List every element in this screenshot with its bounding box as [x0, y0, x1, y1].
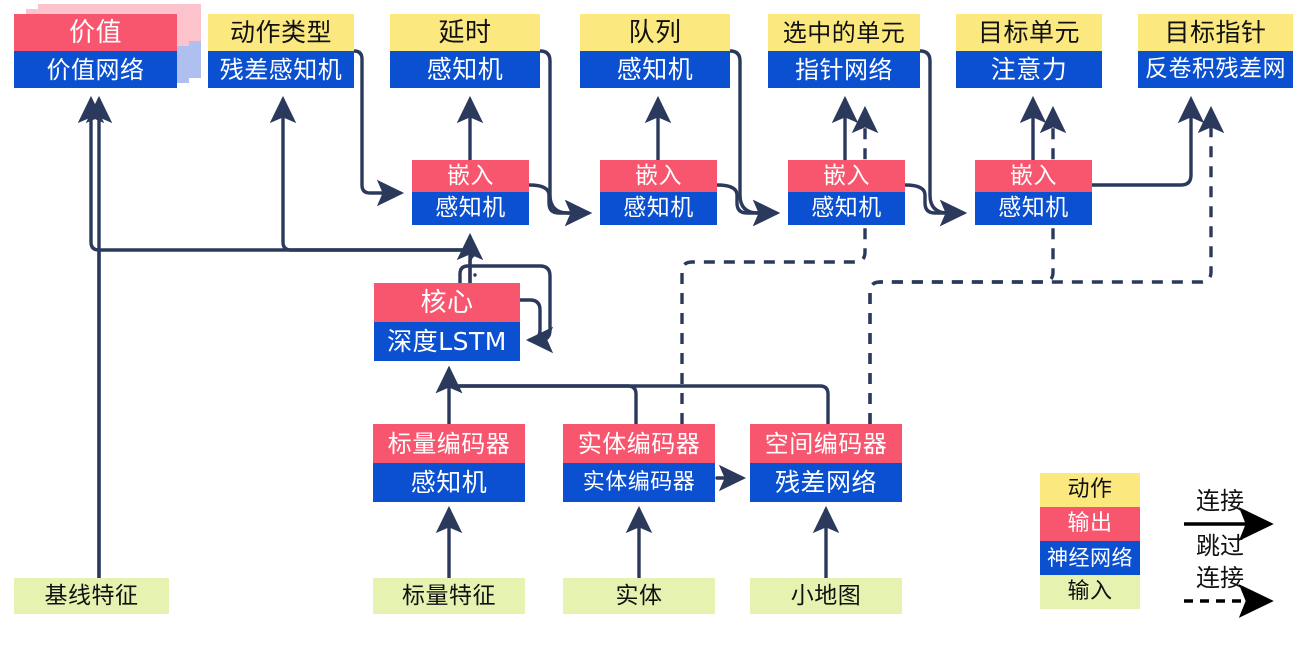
node-target-unit-top-label: 目标单元	[956, 14, 1102, 51]
edge-spatial-encoder-to-core	[435, 365, 830, 426]
node-embed-2[interactable]: 嵌入 感知机	[600, 160, 717, 225]
node-action-type[interactable]: 动作类型 残差感知机	[208, 14, 354, 88]
legend-item-output: 输出	[1040, 507, 1140, 541]
node-embed-3[interactable]: 嵌入 感知机	[788, 160, 905, 225]
node-entity-encoder-bottom-label: 实体编码器	[563, 463, 715, 502]
node-embed-2-top-label: 嵌入	[600, 160, 717, 192]
node-embed-1-bottom-label: 感知机	[412, 192, 529, 225]
node-action-type-top-label: 动作类型	[208, 14, 354, 51]
edge-embed-2-to-embed-3	[715, 183, 781, 227]
legend-skip-label-line1: 跳过	[1196, 532, 1244, 560]
legend-swatch: 动作 输出 神经网络 输入	[1040, 473, 1140, 609]
node-delay[interactable]: 延时 感知机	[390, 14, 540, 88]
node-spatial-encoder-top-label: 空间编码器	[750, 424, 902, 463]
node-delay-top-label: 延时	[390, 14, 540, 51]
node-embed-4-bottom-label: 感知机	[975, 192, 1092, 225]
node-queue-top-label: 队列	[580, 14, 730, 51]
skip-spatial-encoder-to-target-unit	[868, 105, 1067, 424]
legend-item-action: 动作	[1040, 473, 1140, 507]
node-core[interactable]: 核心 深度LSTM	[374, 283, 520, 361]
node-core-bottom-label: 深度LSTM	[374, 322, 520, 361]
legend-item-network: 神经网络	[1040, 541, 1140, 575]
legend-connection-label: 连接	[1196, 487, 1244, 515]
node-spatial-encoder[interactable]: 空间编码器 残差网络	[750, 424, 902, 502]
node-entity-encoder[interactable]: 实体编码器 实体编码器	[563, 424, 715, 502]
edge-embed-1-to-embed-2	[527, 183, 593, 227]
node-baseline-features[interactable]: 基线特征	[14, 578, 169, 614]
edge-entity-encoder-to-core	[435, 365, 638, 426]
node-queue-bottom-label: 感知机	[580, 51, 730, 88]
node-embed-3-top-label: 嵌入	[788, 160, 905, 192]
node-scalar-features[interactable]: 标量特征	[373, 578, 525, 614]
node-target-unit-bottom-label: 注意力	[956, 51, 1102, 88]
node-minimap-label: 小地图	[750, 578, 902, 614]
node-embed-3-bottom-label: 感知机	[788, 192, 905, 225]
node-target-point-bottom-label: 反卷积残差网	[1138, 51, 1293, 88]
node-spatial-encoder-bottom-label: 残差网络	[750, 463, 902, 502]
node-embed-1[interactable]: 嵌入 感知机	[412, 160, 529, 225]
node-scalar-features-label: 标量特征	[373, 578, 525, 614]
node-queue[interactable]: 队列 感知机	[580, 14, 730, 88]
node-target-unit[interactable]: 目标单元 注意力	[956, 14, 1102, 88]
skip-spatial-encoder-to-target-point	[868, 105, 1225, 424]
node-core-top-label: 核心	[374, 283, 520, 322]
node-selected-units-top-label: 选中的单元	[768, 14, 920, 51]
node-embed-2-bottom-label: 感知机	[600, 192, 717, 225]
node-embed-1-top-label: 嵌入	[412, 160, 529, 192]
node-target-point-top-label: 目标指针	[1138, 14, 1293, 51]
node-minimap[interactable]: 小地图	[750, 578, 902, 614]
node-scalar-encoder-bottom-label: 感知机	[373, 463, 525, 502]
node-scalar-encoder[interactable]: 标量编码器 感知机	[373, 424, 525, 502]
edge-embed-4-to-target-point	[1090, 95, 1205, 187]
edge-core-self-loop	[518, 298, 542, 342]
legend-skip-label-line2: 连接	[1196, 564, 1244, 592]
legend-item-input: 输入	[1040, 575, 1140, 609]
node-entities[interactable]: 实体	[563, 578, 715, 614]
node-entities-label: 实体	[563, 578, 715, 614]
node-value[interactable]: 价值 价值网络	[14, 14, 177, 88]
node-value-top-label: 价值	[14, 14, 177, 51]
node-entity-encoder-top-label: 实体编码器	[563, 424, 715, 463]
node-target-point[interactable]: 目标指针 反卷积残差网	[1138, 14, 1293, 88]
node-scalar-encoder-top-label: 标量编码器	[373, 424, 525, 463]
edge-core-to-embed-1	[468, 252, 480, 285]
node-embed-4[interactable]: 嵌入 感知机	[975, 160, 1092, 225]
node-action-type-bottom-label: 残差感知机	[208, 51, 354, 88]
skip-entity-encoder-to-selected-units	[680, 105, 879, 424]
node-selected-units-bottom-label: 指针网络	[768, 51, 920, 88]
node-value-bottom-label: 价值网络	[14, 51, 177, 88]
edge-embed-3-to-embed-4	[903, 183, 968, 227]
node-selected-units[interactable]: 选中的单元 指针网络	[768, 14, 920, 88]
node-baseline-features-label: 基线特征	[14, 578, 169, 614]
node-embed-4-top-label: 嵌入	[975, 160, 1092, 192]
node-delay-bottom-label: 感知机	[390, 51, 540, 88]
